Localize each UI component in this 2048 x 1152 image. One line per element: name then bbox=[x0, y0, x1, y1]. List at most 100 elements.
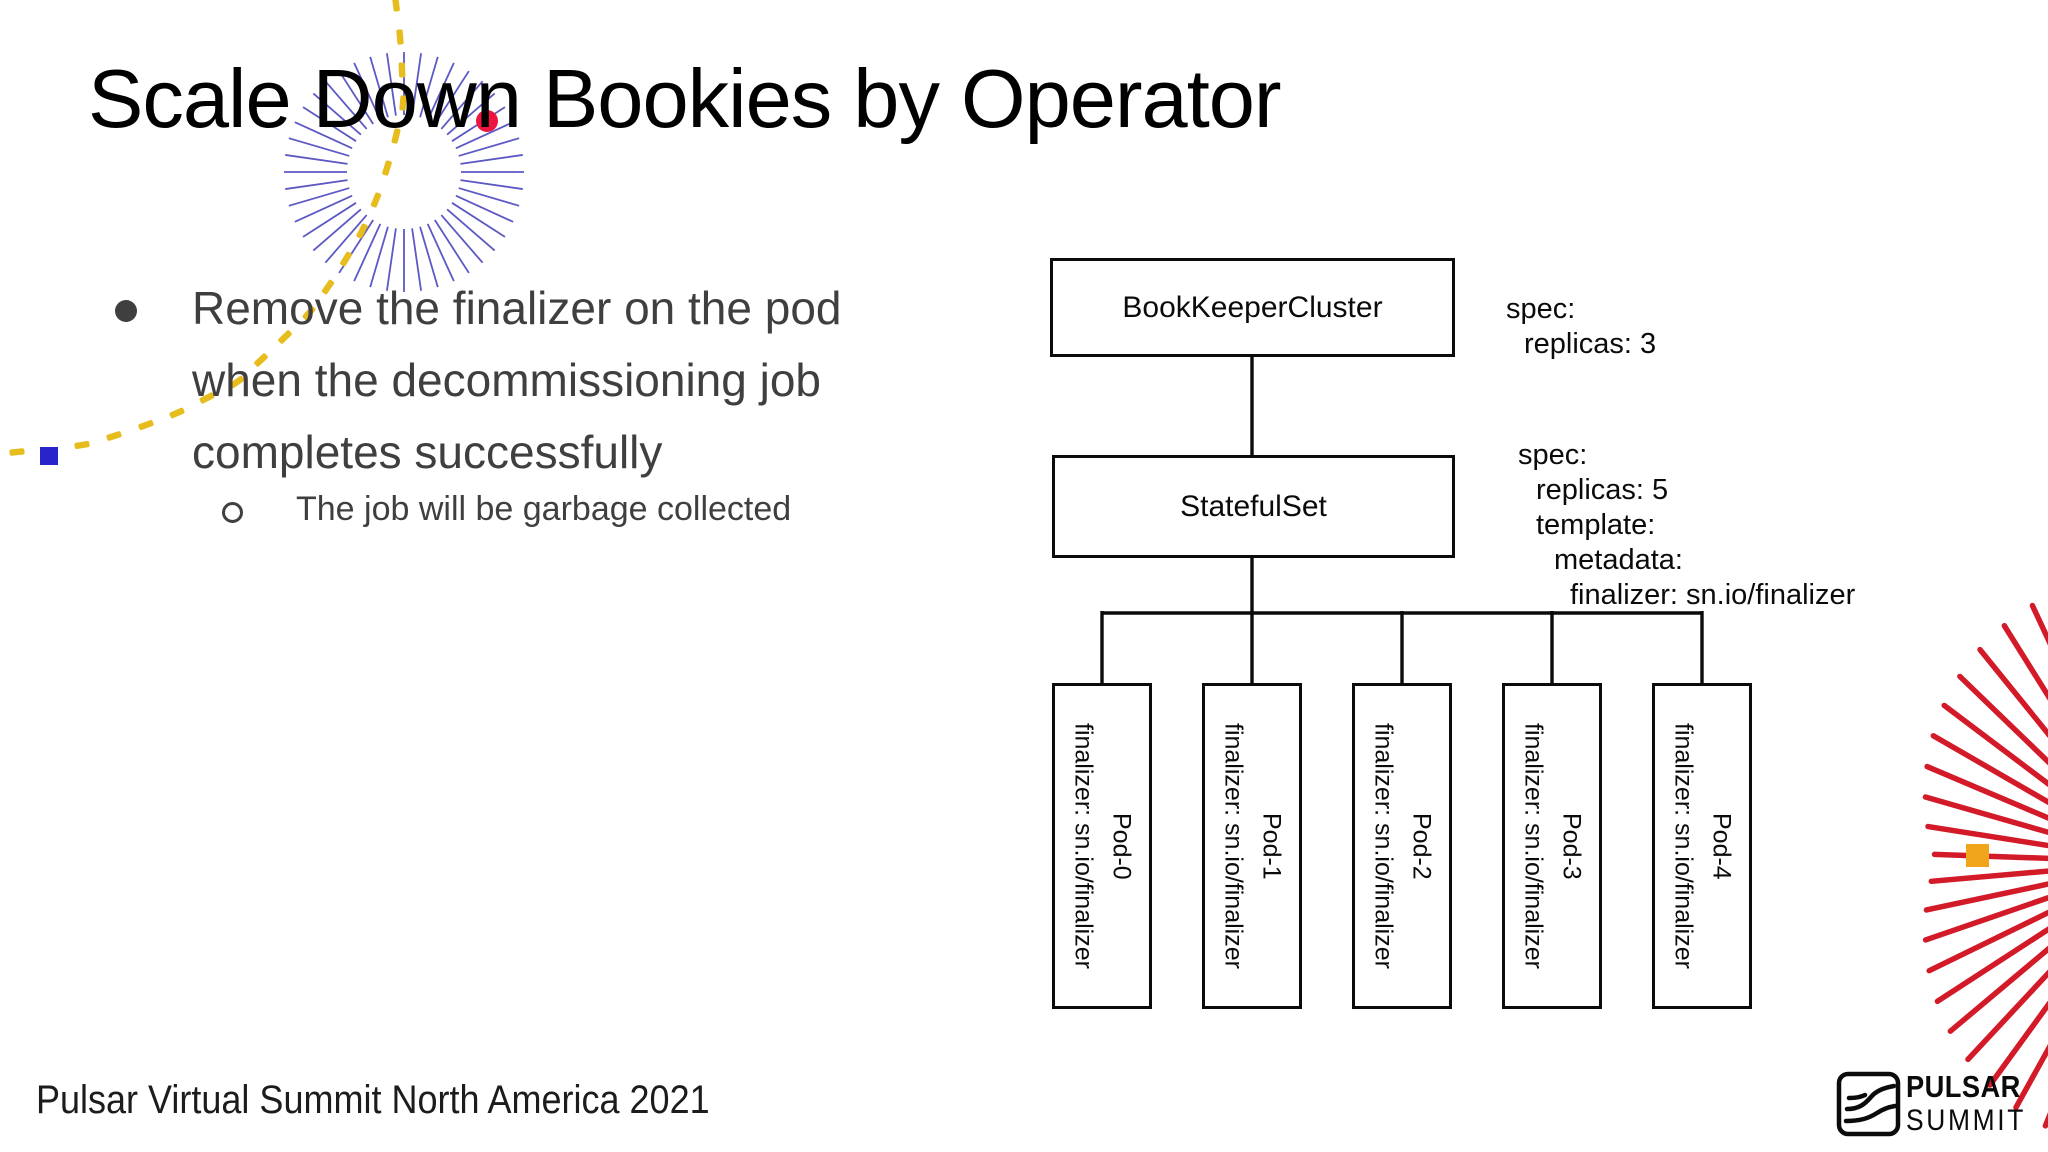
pod-box-4: Pod-4 finalizer: sn.io/finalizer bbox=[1652, 683, 1752, 1009]
red-starburst-ray bbox=[1930, 733, 2048, 806]
blue-starburst-ray bbox=[285, 179, 348, 190]
yellow-dash bbox=[106, 431, 122, 441]
red-starburst-ray bbox=[2001, 622, 2048, 701]
footer-text: Pulsar Virtual Summit North America 2021 bbox=[36, 1078, 710, 1122]
blue-starburst-ray bbox=[369, 226, 389, 288]
blue-starburst-ray bbox=[440, 214, 484, 264]
pulsar-logo-icon bbox=[1836, 1071, 1901, 1137]
bullet-dot bbox=[115, 300, 137, 322]
logo-text: PULSAR SUMMIT bbox=[1906, 1070, 2042, 1138]
blue-starburst-ray bbox=[312, 92, 362, 136]
blue-starburst-ray bbox=[312, 208, 362, 252]
blue-starburst-ray bbox=[458, 137, 520, 157]
spec-line: metadata: bbox=[1554, 544, 1683, 576]
pod-box-3: Pod-3 finalizer: sn.io/finalizer bbox=[1502, 683, 1602, 1009]
red-dot bbox=[476, 110, 498, 132]
blue-starburst-ray bbox=[294, 194, 353, 223]
node-statefulset-label: StatefulSet bbox=[1180, 489, 1327, 523]
diagram-connectors bbox=[1100, 351, 1704, 683]
blue-starburst-ray bbox=[411, 53, 422, 116]
pulsar-summit-logo: PULSAR SUMMIT bbox=[1836, 1070, 2042, 1138]
blue-starburst-ray bbox=[419, 56, 439, 118]
orange-square bbox=[1966, 844, 1989, 867]
red-starburst-ray bbox=[1926, 909, 2048, 974]
pod-name: Pod-4 bbox=[1707, 812, 1736, 880]
pod-finalizer: finalizer: sn.io/finalizer bbox=[1369, 723, 1398, 969]
pod-finalizer: finalizer: sn.io/finalizer bbox=[1669, 723, 1698, 969]
red-starburst-ray bbox=[1947, 945, 2048, 1034]
red-starburst-ray bbox=[1965, 969, 2048, 1063]
yellow-dash bbox=[396, 29, 404, 45]
blue-starburst-ray bbox=[426, 62, 455, 121]
yellow-dash bbox=[199, 392, 215, 404]
red-starburst-ray bbox=[2029, 602, 2048, 646]
pod-finalizer: finalizer: sn.io/finalizer bbox=[1219, 723, 1248, 969]
yellow-dash bbox=[398, 62, 406, 78]
blue-starburst-ray bbox=[440, 80, 484, 130]
red-starburst-ray bbox=[1923, 881, 2048, 913]
blue-starburst-ray bbox=[285, 154, 348, 165]
yellow-dash bbox=[356, 223, 368, 239]
blue-starburst-ray bbox=[353, 62, 382, 121]
pod-name: Pod-2 bbox=[1407, 812, 1436, 880]
red-starburst-ray bbox=[1941, 702, 2048, 788]
logo-line-summit: SUMMIT bbox=[1906, 1104, 2026, 1137]
spec-line: template: bbox=[1536, 509, 1656, 541]
blue-starburst-ray bbox=[451, 202, 506, 238]
blue-starburst-ray bbox=[324, 80, 368, 130]
logo-line-pulsar: PULSAR bbox=[1906, 1069, 2021, 1104]
pod-name: Pod-1 bbox=[1257, 812, 1286, 880]
yellow-dash bbox=[74, 440, 90, 450]
blue-starburst-ray bbox=[353, 223, 382, 282]
blue-starburst-ray bbox=[302, 106, 357, 142]
pod-box-2: Pod-2 finalizer: sn.io/finalizer bbox=[1352, 683, 1452, 1009]
red-starburst-ray bbox=[2013, 1043, 2048, 1111]
blue-starburst-ray bbox=[386, 228, 397, 291]
yellow-dash bbox=[278, 330, 292, 344]
red-starburst-ray bbox=[1922, 794, 2048, 836]
red-starburst-ray bbox=[1957, 673, 2048, 766]
spec-line: replicas: 3 bbox=[1524, 328, 1657, 360]
pod-finalizer: finalizer: sn.io/finalizer bbox=[1069, 723, 1098, 969]
node-statefulset: StatefulSet bbox=[1052, 455, 1455, 558]
blue-starburst-ray bbox=[294, 121, 353, 150]
blue-starburst-ray bbox=[369, 56, 389, 118]
yellow-dash bbox=[169, 407, 185, 419]
sub-bullet-text: The job will be garbage collected bbox=[296, 490, 792, 528]
blue-starburst-ray bbox=[446, 208, 496, 252]
pod-box-1: Pod-1 finalizer: sn.io/finalizer bbox=[1202, 683, 1302, 1009]
spec-line: replicas: 5 bbox=[1536, 474, 1669, 506]
blue-starburst-ray bbox=[288, 187, 350, 207]
red-starburst-ray bbox=[1934, 926, 2048, 1005]
red-starburst-ray bbox=[1925, 823, 2048, 849]
red-starburst-ray bbox=[1931, 851, 2048, 862]
blue-starburst-ray bbox=[455, 121, 514, 150]
yellow-dash bbox=[340, 251, 352, 267]
spec-annotation-bookkeepercluster: spec: replicas: 3 bbox=[1506, 292, 1656, 362]
red-starburst-ray bbox=[1922, 894, 2048, 943]
blue-starburst-ray bbox=[460, 179, 523, 190]
node-bookkeepercluster-label: BookKeeperCluster bbox=[1122, 290, 1383, 324]
yellow-dash bbox=[229, 375, 245, 389]
blue-square bbox=[40, 447, 58, 465]
yellow-dash bbox=[302, 306, 316, 320]
yellow-dash bbox=[382, 160, 392, 176]
blue-starburst-ray bbox=[458, 187, 520, 207]
bullet-text: Remove the finalizer on the pod when the… bbox=[192, 282, 842, 478]
blue-starburst-ray bbox=[411, 228, 422, 291]
node-bookkeepercluster: BookKeeperCluster bbox=[1050, 258, 1455, 357]
blue-starburst-ray bbox=[426, 223, 455, 282]
blue-starburst-ray bbox=[324, 214, 368, 264]
yellow-dash bbox=[9, 448, 25, 456]
page-title: Scale Down Bookies by Operator bbox=[88, 52, 1282, 145]
spec-line: spec: bbox=[1506, 293, 1576, 325]
yellow-dash bbox=[138, 419, 154, 431]
pod-finalizer: finalizer: sn.io/finalizer bbox=[1519, 723, 1548, 969]
spec-line: finalizer: sn.io/finalizer bbox=[1570, 579, 1856, 611]
spec-annotation-statefulset: spec: replicas: 5 template: metadata: fi… bbox=[1518, 438, 1855, 613]
blue-starburst-ray bbox=[460, 154, 523, 165]
blue-starburst-ray bbox=[434, 219, 470, 274]
pod-name: Pod-0 bbox=[1107, 812, 1136, 880]
